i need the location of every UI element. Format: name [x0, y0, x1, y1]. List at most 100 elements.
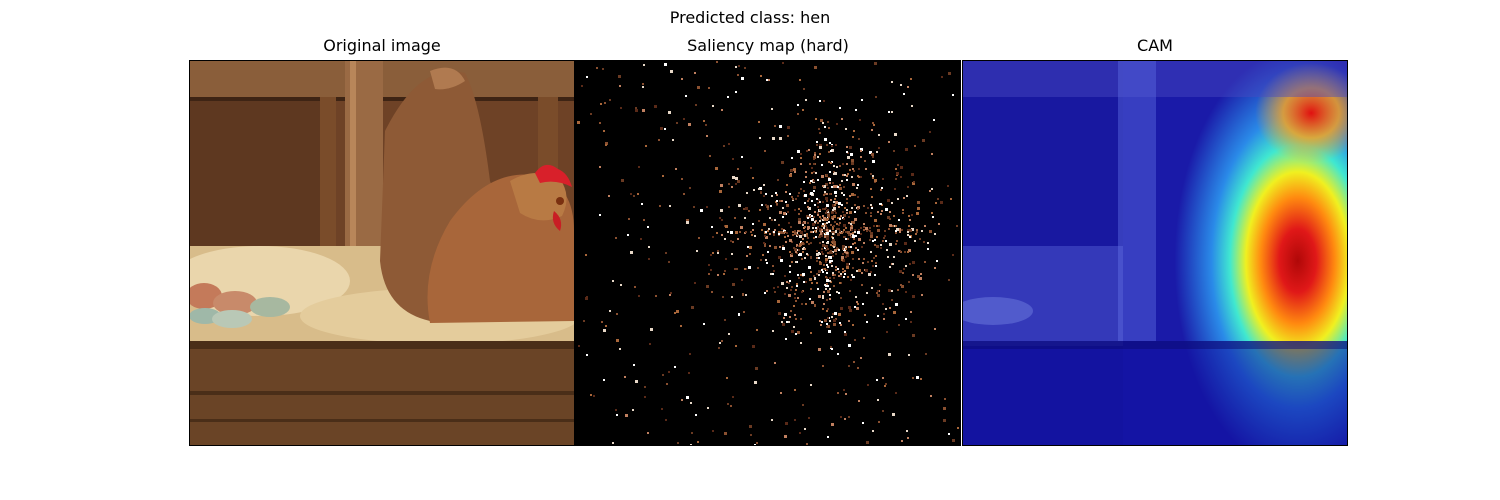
saliency-pixel — [872, 240, 874, 242]
saliency-pixel — [833, 323, 836, 326]
saliency-pixel — [822, 225, 824, 227]
saliency-pixel — [803, 88, 805, 90]
saliency-pixel — [916, 376, 919, 379]
saliency-pixel — [851, 176, 853, 178]
saliency-pixel — [810, 180, 812, 182]
saliency-pixel — [844, 251, 846, 253]
saliency-pixel — [685, 95, 687, 97]
saliency-pixel — [831, 423, 834, 426]
saliency-pixel — [827, 436, 829, 438]
saliency-pixel — [640, 238, 642, 240]
saliency-pixel — [784, 313, 787, 316]
saliency-pixel — [857, 206, 860, 209]
saliency-pixel — [826, 237, 829, 240]
saliency-pixel — [777, 300, 780, 303]
saliency-pixel — [858, 400, 860, 402]
saliency-pixel — [643, 219, 645, 221]
saliency-pixel — [771, 419, 773, 421]
saliency-pixel — [810, 384, 812, 386]
saliency-pixel — [795, 318, 797, 320]
saliency-pixel — [907, 234, 909, 236]
saliency-pixel — [609, 310, 611, 312]
saliency-pixel — [855, 109, 857, 111]
saliency-pixel — [786, 232, 788, 234]
saliency-pixel — [776, 194, 778, 196]
saliency-pixel — [833, 244, 836, 247]
saliency-pixel — [691, 306, 694, 309]
saliency-pixel — [822, 241, 824, 243]
saliency-pixel — [819, 209, 821, 211]
saliency-pixel — [884, 230, 886, 232]
saliency-pixel — [604, 102, 606, 104]
saliency-pixel — [872, 177, 874, 179]
saliency-pixel — [839, 187, 842, 190]
saliency-pixel — [859, 119, 861, 121]
saliency-pixel — [782, 62, 784, 64]
saliency-pixel — [759, 187, 762, 190]
saliency-pixel — [825, 225, 827, 227]
saliency-pixel — [773, 287, 775, 289]
saliency-pixel — [728, 206, 730, 208]
saliency-pixel — [793, 168, 796, 171]
saliency-pixel — [876, 236, 878, 238]
saliency-pixel — [821, 175, 824, 178]
saliency-pixel — [665, 419, 667, 421]
saliency-pixel — [823, 264, 825, 266]
saliency-pixel — [844, 273, 846, 275]
saliency-pixel — [615, 237, 617, 239]
saliency-pixel — [817, 206, 819, 208]
saliency-pixel — [869, 239, 871, 241]
saliency-pixel — [781, 200, 783, 202]
saliency-pixel — [778, 233, 780, 235]
saliency-pixel — [825, 288, 827, 290]
saliency-pixel — [813, 180, 815, 182]
saliency-pixel — [822, 223, 824, 225]
saliency-pixel — [819, 144, 822, 147]
saliency-pixel — [838, 275, 840, 277]
saliency-pixel — [820, 234, 823, 237]
saliency-pixel — [831, 216, 833, 218]
saliency-pixel — [852, 258, 854, 260]
saliency-pixel — [804, 248, 806, 250]
saliency-pixel — [669, 205, 671, 207]
saliency-pixel — [888, 141, 890, 143]
saliency-pixel — [929, 190, 931, 192]
saliency-pixel — [838, 202, 841, 205]
saliency-pixel — [812, 223, 815, 226]
saliency-pixel — [811, 172, 813, 174]
saliency-pixel — [892, 413, 895, 416]
saliency-pixel — [813, 275, 815, 277]
saliency-pixel — [802, 248, 804, 250]
saliency-pixel — [806, 150, 808, 152]
saliency-pixel — [872, 430, 874, 432]
saliency-pixel — [871, 287, 873, 289]
saliency-pixel — [927, 242, 929, 244]
saliency-pixel — [921, 294, 923, 296]
saliency-pixel — [816, 250, 818, 252]
saliency-pixel — [797, 104, 799, 106]
saliency-pixel — [794, 232, 797, 235]
saliency-pixel — [931, 153, 933, 155]
saliency-pixel — [843, 248, 846, 251]
saliency-pixel — [806, 233, 808, 235]
saliency-pixel — [605, 142, 608, 145]
saliency-pixel — [831, 260, 833, 262]
saliency-pixel — [898, 219, 900, 221]
saliency-pixel — [825, 284, 828, 287]
saliency-pixel — [823, 227, 825, 229]
saliency-pixel — [774, 291, 776, 293]
saliency-pixel — [883, 237, 885, 239]
saliency-pixel — [827, 121, 829, 123]
saliency-pixel — [578, 345, 580, 347]
saliency-pixel — [817, 222, 819, 224]
saliency-pixel — [732, 176, 735, 179]
saliency-pixel — [911, 228, 914, 231]
saliency-pixel — [805, 303, 807, 305]
saliency-pixel — [880, 247, 882, 249]
saliency-pixel — [919, 238, 921, 240]
saliency-pixel — [845, 393, 847, 395]
saliency-pixel — [941, 76, 943, 78]
saliency-pixel — [863, 223, 865, 225]
saliency-pixel — [628, 218, 630, 220]
saliency-pixel — [802, 234, 804, 236]
